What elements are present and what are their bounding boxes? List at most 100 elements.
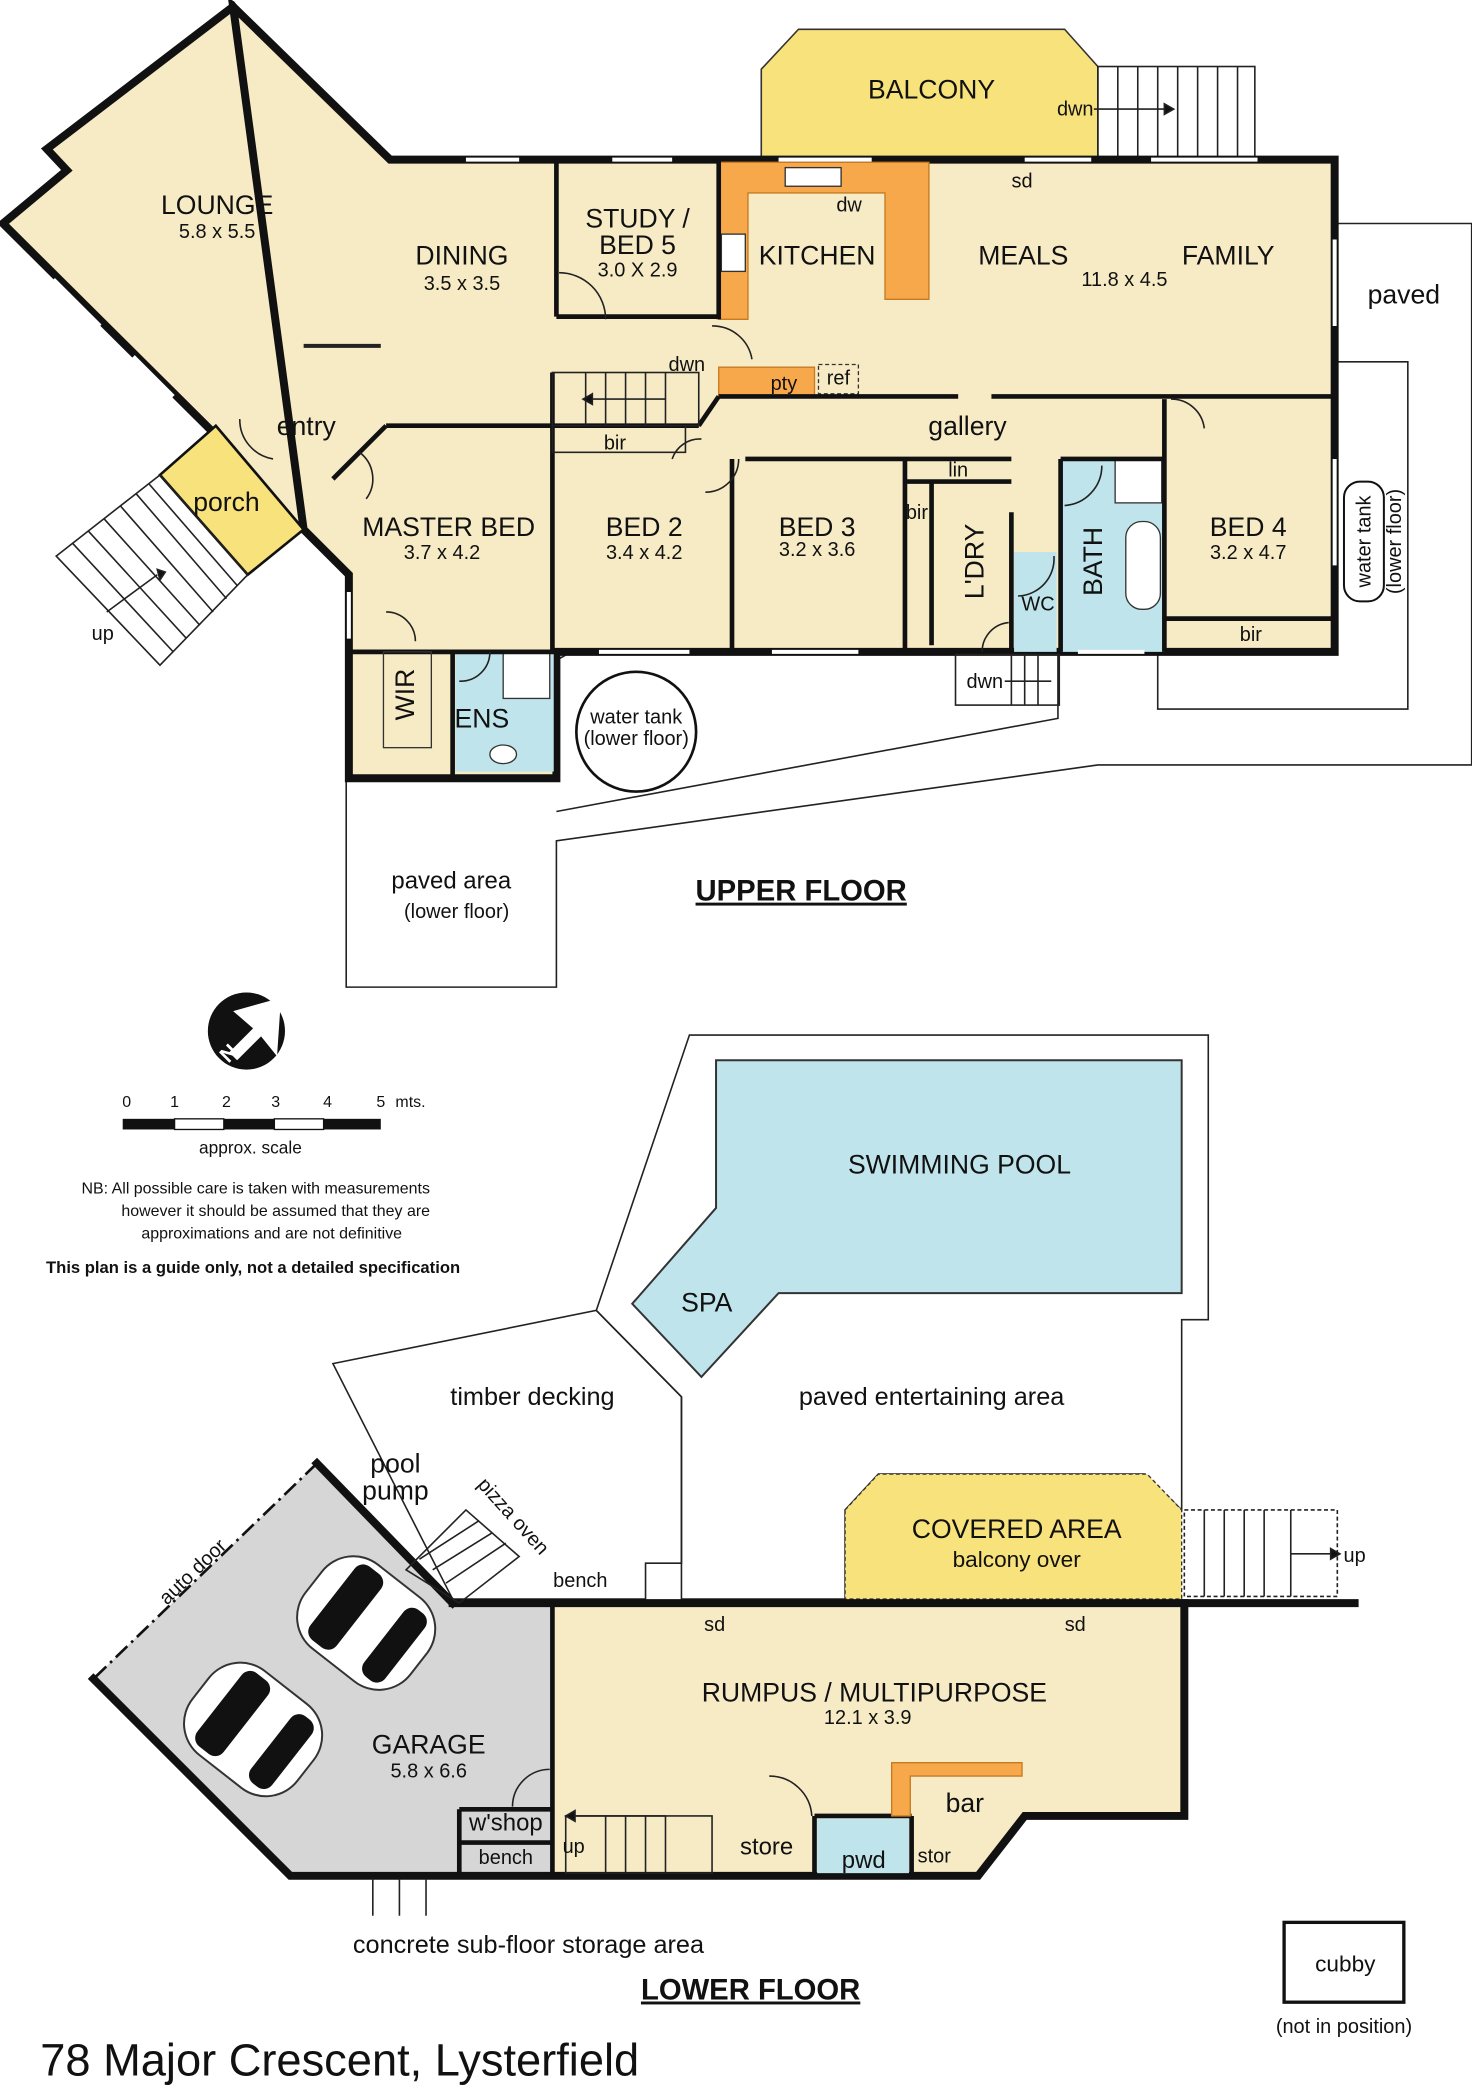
fridge-space xyxy=(817,363,860,395)
balcony-label: BALCONY xyxy=(868,74,995,104)
scale-tick-4: 4 xyxy=(323,1094,332,1111)
bed2-label: BED 2 xyxy=(606,512,683,542)
bed4-size: 3.2 x 4.7 xyxy=(1210,542,1286,564)
meals-label: MEALS xyxy=(978,241,1068,271)
rear-stairs xyxy=(954,653,1061,706)
wir-shelf xyxy=(382,651,433,749)
lower-outer-wall xyxy=(87,1599,1189,1880)
lower-doors xyxy=(372,1768,813,1916)
lounge-wall xyxy=(0,1,239,445)
house-upper xyxy=(2,6,1335,779)
decking-label: timber decking xyxy=(450,1383,614,1411)
garage xyxy=(93,1463,553,1876)
legend: N 0 1 2 3 4 5 mts. approx. scale NB: All… xyxy=(46,992,460,1277)
bed2-size: 3.4 x 4.2 xyxy=(606,542,682,564)
pool-label: SWIMMING POOL xyxy=(848,1149,1071,1179)
entry-label: entry xyxy=(277,411,337,441)
water-tank-side-note: (lower floor) xyxy=(1384,489,1406,594)
pwd-label: pwd xyxy=(842,1847,886,1874)
rumpus-size: 12.1 x 3.9 xyxy=(824,1707,912,1729)
upper-floor-title: UPPER FLOOR xyxy=(696,876,907,908)
rear-dwn-label: dwn xyxy=(966,671,1003,693)
north-arrow-icon: N xyxy=(207,992,286,1070)
scale-bar xyxy=(122,1118,381,1131)
pty-label: pty xyxy=(771,373,798,395)
bir-label-bed4: bir xyxy=(1240,624,1263,646)
sd-label: sd xyxy=(1011,171,1032,193)
note-line-2: however it should be assumed that they a… xyxy=(121,1203,430,1220)
disclaimer: This plan is a guide only, not a detaile… xyxy=(46,1258,460,1277)
lower-floor: SWIMMING POOL SPA timber decking paved e… xyxy=(87,1034,1412,2038)
water-tank-side-label: water tank xyxy=(1354,495,1376,588)
bed5-label: BED 5 xyxy=(599,230,676,260)
lower-floor-title: LOWER FLOOR xyxy=(641,1975,860,2007)
scale-label: approx. scale xyxy=(199,1137,302,1157)
bed3-size: 3.2 x 3.6 xyxy=(779,539,855,561)
dining-label: DINING xyxy=(415,241,508,271)
swimming-pool xyxy=(630,1059,1183,1379)
pool-pump-label-1: pool xyxy=(370,1449,420,1479)
scale-tick-2: 2 xyxy=(222,1094,231,1111)
interior-up-label: up xyxy=(563,1836,585,1858)
paved-area-label: paved area xyxy=(391,868,511,895)
master-bed-size: 3.7 x 4.2 xyxy=(404,542,480,564)
garage-label: GARAGE xyxy=(372,1729,486,1759)
study-label: STUDY / xyxy=(585,203,690,233)
interior-stairs-lower xyxy=(564,1809,713,1874)
spa-label: SPA xyxy=(681,1288,733,1318)
side-stairs-up-label: up xyxy=(1344,1545,1366,1567)
water-tank-label: water tank xyxy=(589,707,682,729)
side-stairs xyxy=(1183,1509,1342,1598)
scale-unit: mts. xyxy=(395,1094,425,1111)
wir-label: WIR xyxy=(390,669,420,721)
rumpus xyxy=(552,1603,1185,1876)
cooktop-icon xyxy=(720,233,746,273)
store-label: store xyxy=(740,1834,793,1861)
porch-label: porch xyxy=(193,487,260,517)
lounge-label: LOUNGE xyxy=(161,190,273,220)
bench-label: bench xyxy=(553,1570,607,1592)
porch-stairs xyxy=(55,473,249,667)
sd-label-2: sd xyxy=(1065,1614,1086,1636)
workshop-label: w'shop xyxy=(468,1810,543,1837)
lin-label: lin xyxy=(948,459,968,481)
kitchen-label: KITCHEN xyxy=(759,241,876,271)
pizza-oven-stairs xyxy=(404,1508,521,1605)
bed3-label: BED 3 xyxy=(779,512,856,542)
porch-up-label: up xyxy=(92,623,114,645)
auto-door[interactable] xyxy=(92,1462,318,1680)
pizza-oven-label: pizza oven xyxy=(473,1474,553,1560)
sd-label-1: sd xyxy=(704,1614,725,1636)
interior-stairs xyxy=(551,371,700,454)
workshop-bench-label: bench xyxy=(479,1847,533,1869)
wc-label: WC xyxy=(1021,594,1054,616)
balcony-stairs xyxy=(1093,65,1256,158)
windows xyxy=(52,65,1337,654)
wc xyxy=(1014,552,1057,652)
cubby xyxy=(1282,1920,1406,2004)
note-line-3: approximations and are not definitive xyxy=(141,1226,402,1243)
bir-label-bed2: bir xyxy=(604,433,627,455)
stairs-dwn-label: dwn xyxy=(668,354,705,376)
lounge-size: 5.8 x 5.5 xyxy=(179,221,255,243)
family-label: FAMILY xyxy=(1182,241,1275,271)
scale-tick-0: 0 xyxy=(122,1094,131,1111)
garage-size: 5.8 x 6.6 xyxy=(390,1760,466,1782)
car-1-icon xyxy=(296,1555,437,1691)
bar-bench xyxy=(890,1762,1023,1817)
master-bed-label: MASTER BED xyxy=(362,512,535,542)
pool-pump-label-2: pump xyxy=(362,1475,429,1505)
dining-size: 3.5 x 3.5 xyxy=(424,273,500,295)
shower-icon xyxy=(1114,458,1163,504)
bir-label-ldry: bir xyxy=(906,502,929,524)
stor-label: stor xyxy=(918,1846,952,1868)
scale-tick-5: 5 xyxy=(376,1094,385,1111)
bar-label: bar xyxy=(946,1788,985,1818)
covered-area-label: COVERED AREA xyxy=(912,1514,1122,1544)
upper-floor: BALCONY dwn sd dw LOUNGE 5.8 x 5.5 DININ… xyxy=(0,0,1472,988)
kitchen-bench xyxy=(718,161,930,320)
paved-entertaining-label: paved entertaining area xyxy=(799,1383,1065,1411)
balcony-dwn-label: dwn xyxy=(1057,99,1094,121)
paved-label: paved xyxy=(1368,279,1440,309)
